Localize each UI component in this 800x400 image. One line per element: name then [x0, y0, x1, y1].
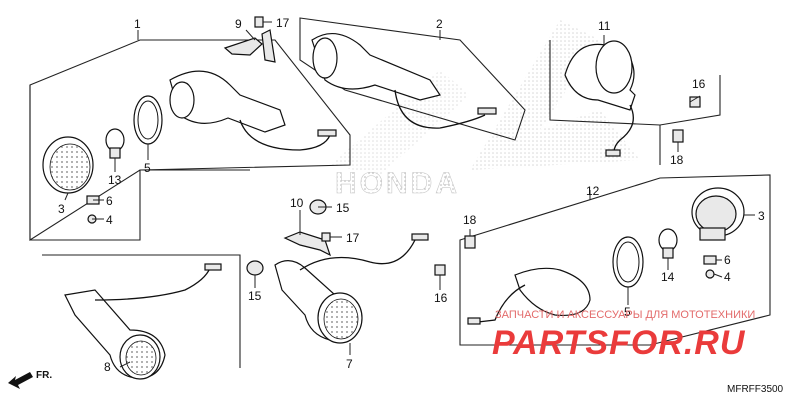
winker-housing-2 [311, 33, 497, 129]
shop-watermark-tagline: ЗАПЧАСТИ И АКСЕССУАРЫ ДЛЯ МОТОТЕХНИКИ [495, 309, 755, 321]
shop-watermark-logo: PARTSFOR.RU [492, 324, 746, 362]
callout-4a: 4 [106, 213, 113, 227]
winker-housing-11 [564, 40, 636, 157]
callout-numbers: 1 2 3 3 4 4 5 5 6 6 7 8 9 10 11 12 13 14… [58, 16, 765, 374]
callout-4b: 4 [724, 270, 731, 284]
callout-3b: 3 [758, 209, 765, 223]
stay-part-9 [223, 29, 276, 63]
callout-2: 2 [436, 17, 443, 31]
assembly-frame-11 [549, 40, 721, 165]
callout-17a: 17 [276, 16, 290, 30]
gasket-part-5b [612, 236, 644, 288]
callout-17b: 17 [346, 231, 360, 245]
callout-11: 11 [598, 19, 611, 33]
callout-6b: 6 [724, 253, 731, 267]
bulb-part-13 [105, 128, 125, 159]
bolt-part-17a [254, 16, 264, 28]
callout-14: 14 [661, 270, 675, 284]
callout-10: 10 [290, 196, 304, 210]
lens-part-3b [691, 187, 745, 241]
callout-16a: 16 [692, 77, 706, 91]
callout-6a: 6 [106, 194, 113, 208]
callout-1: 1 [134, 17, 141, 31]
bolt-part-16b [434, 264, 446, 276]
bolt-part-18a [672, 129, 684, 143]
callout-16b: 16 [434, 291, 448, 305]
bulb-part-14 [658, 228, 678, 259]
callout-7: 7 [346, 357, 353, 371]
screw-part-4b [705, 269, 715, 279]
assembly-frame-12 [459, 174, 771, 346]
callout-5b: 5 [624, 305, 631, 319]
callout-15a: 15 [336, 201, 350, 215]
callout-18a: 18 [670, 153, 684, 167]
callout-18b: 18 [463, 213, 477, 227]
assembly-frame-8 [42, 254, 241, 368]
diagram-code: MFRFF3500 [727, 384, 784, 395]
callout-8: 8 [104, 360, 111, 374]
callout-12: 12 [586, 184, 600, 198]
shop-watermark: ЗАПЧАСТИ И АКСЕССУАРЫ ДЛЯ МОТОТЕХНИКИ PA… [492, 309, 755, 362]
front-direction-arrow: FR. [8, 370, 52, 389]
bolt-part-18b [464, 235, 476, 249]
bolt-part-17b [321, 232, 331, 242]
nut-part-6b [703, 255, 717, 265]
winker-housing-7 [274, 233, 429, 344]
winker-housing-1 [169, 70, 337, 151]
lens-part-3a [42, 136, 94, 194]
honda-watermark: HONDA [330, 20, 640, 200]
honda-wordmark: HONDA [335, 167, 460, 200]
front-direction-label: FR. [36, 370, 52, 381]
assembly-frame-2 [299, 17, 526, 141]
gasket-part-5a [133, 95, 163, 145]
leader-lines [64, 21, 755, 368]
callout-5a: 5 [144, 161, 151, 175]
winker-housing-12 [467, 267, 591, 325]
callout-9: 9 [235, 17, 242, 31]
callout-3a: 3 [58, 202, 65, 216]
grommet-part-15b [246, 260, 264, 276]
assembly-frame-1 [29, 39, 351, 242]
winker-housing-8 [64, 263, 222, 380]
callout-13: 13 [108, 173, 122, 187]
callout-15b: 15 [248, 289, 262, 303]
